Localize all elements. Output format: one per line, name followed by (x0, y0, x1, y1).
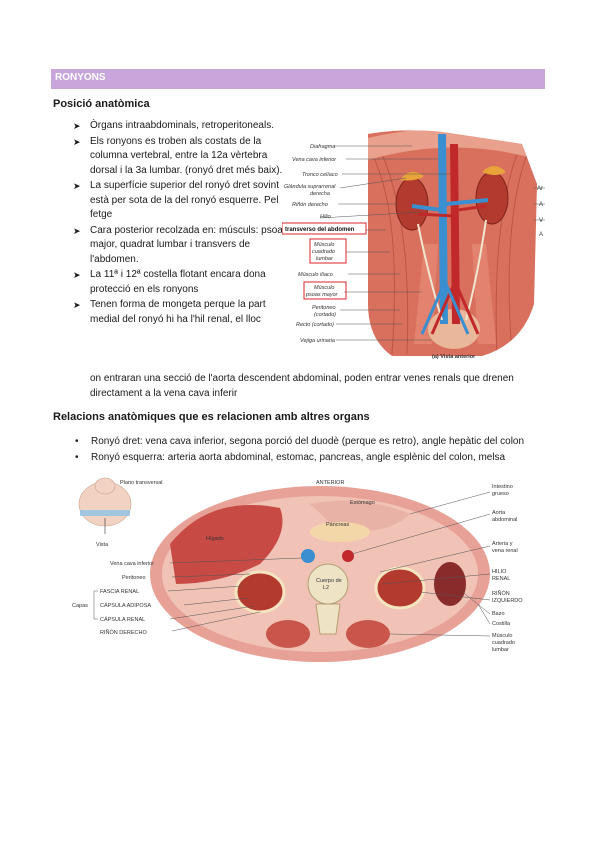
spleen-shape (434, 562, 466, 606)
label-peritoneo-1: Peritoneo (312, 305, 336, 311)
label-cuerpo-1: Cuerpo de (316, 578, 342, 584)
label-cuadrado-3: lumbar (316, 256, 334, 262)
label-vena-cava: Vena cava inferior (292, 157, 337, 163)
relations-list: •Ronyó dret: vena cava inferior, segona … (73, 434, 553, 466)
label-peritoneo-2: (cortado) (314, 312, 336, 318)
label-hilio: Hilio (320, 214, 331, 220)
label-intestino-2: grueso (492, 491, 509, 497)
edge-label-1: Ar (537, 186, 543, 192)
label-glandula-2: derecha (310, 191, 330, 197)
label-vejiga: Vejiga urinaria (300, 338, 335, 344)
inset-torso-icon (78, 477, 132, 534)
label-capas: Capas (72, 603, 88, 609)
list-item: ➤Òrgans intraabdominals, retroperitoneal… (73, 119, 288, 134)
arrow-bullet-icon: ➤ (73, 225, 81, 236)
heading-anatomical-position: Posició anatòmica (53, 98, 150, 110)
ivc-shape (301, 549, 315, 563)
left-kidney-section (374, 566, 426, 610)
left-kidney-shape (475, 171, 509, 225)
list-item: •Ronyó esquerra: arteria aorta abdominal… (73, 450, 553, 466)
label-plano: Plano transversal (120, 480, 163, 486)
label-higado: Hígado (206, 536, 224, 542)
pancreas-shape (310, 522, 370, 542)
transverso-highlight-box (282, 222, 367, 235)
label-cuerpo-2: L2 (323, 585, 329, 591)
label-transverso: transverso del abdomen (285, 227, 355, 233)
label-recto: Recto (cortado) (296, 322, 334, 328)
cuadrado-highlight-box (309, 238, 347, 264)
label-rinon-izq-2: IZQUIERDO (492, 598, 523, 604)
label-arteria-1: Arteria y (492, 541, 513, 547)
figure1-caption: (a) Vista anterior (432, 354, 476, 360)
list-item: ➤La superfície superior del ronyó dret s… (73, 180, 279, 220)
label-hilio-2: RENAL (492, 576, 510, 582)
label-aorta-2: abdominal (492, 517, 517, 523)
label-musculo-2: cuadrado (492, 640, 515, 646)
label-costilla: Costilla (492, 621, 511, 627)
label-anterior: ANTERIOR (316, 480, 344, 486)
label-peritoneo-2b: Peritoneo (122, 575, 146, 581)
aorta-shape (342, 550, 354, 562)
label-estomago: Estómago (350, 500, 375, 506)
arrow-bullet-icon: ➤ (73, 270, 81, 280)
position-bullet-list: ➤Òrgans intraabdominals, retroperitoneal… (73, 119, 288, 328)
section-title: RONYONS (55, 72, 106, 83)
list-item: ➤Tenen forma de mongeta perque la part m… (73, 299, 266, 325)
liver-shape (170, 504, 283, 584)
label-musculo-3: lumbar (492, 647, 509, 653)
label-rinon-derecho: RIÑÓN DERECHO (100, 629, 147, 636)
label-pancreas: Páncreas (326, 522, 349, 528)
label-fascia: FASCIA RENAL (100, 589, 139, 595)
label-musculo-1: Músculo (492, 633, 512, 639)
label-arteria-2: vena renal (492, 548, 518, 554)
label-bazo: Bazo (492, 611, 505, 617)
arrow-bullet-icon: ➤ (73, 300, 81, 310)
label-iliaco: Músculo ilíaco (298, 272, 333, 278)
label-intestino-1: Intestino (492, 484, 513, 490)
label-vista: Vista (96, 542, 109, 548)
section-banner: RONYONS (51, 69, 545, 89)
kidney-transverse-figure: Plano transversal Vista ANTERIOR Estómag… (72, 477, 523, 662)
vertebra-shape (307, 563, 349, 605)
edge-label-4: A (539, 232, 543, 238)
label-diafragma: Diafragma (310, 144, 335, 150)
right-kidney-shape (395, 177, 429, 231)
bullet-continuation-2: directament a la vena cava inferir (90, 388, 238, 399)
label-cuadrado-1: Músculo (314, 242, 334, 248)
label-rinon: Riñón derecho (292, 202, 328, 208)
label-hilio-1: HILIO (492, 569, 507, 575)
list-item: ➤Els ronyons es troben als costats de la… (73, 135, 283, 176)
heading-anatomical-relations: Relacions anatòmiques que es relacionen … (53, 411, 370, 423)
label-psoas-1: Músculo (314, 285, 334, 291)
edge-label-3: V (539, 218, 543, 224)
list-item: ➤Cara posterior recolzada en: músculs: p… (73, 224, 288, 265)
label-cuadrado-2: cuadrado (312, 249, 335, 255)
label-capsula-adiposa: CÁPSULA ADIPOSA (100, 602, 151, 609)
arrow-bullet-icon: ➤ (73, 181, 81, 191)
label-glandula-1: Glándula suprarrenal (284, 184, 336, 190)
list-item: •Ronyó dret: vena cava inferior, segona … (73, 434, 553, 450)
arrow-bullet-icon: ➤ (73, 136, 81, 147)
inferior-vena-cava (438, 134, 448, 324)
bullet-dot-icon: • (75, 436, 79, 447)
arrow-bullet-icon: ➤ (73, 121, 81, 131)
adrenal-gland-left (482, 166, 506, 175)
label-psoas-2: psoas mayor (305, 292, 339, 298)
edge-label-2: A (539, 202, 543, 208)
list-item: ➤La 11ª i 12ª costella flotant encara do… (73, 269, 266, 295)
label-capsula-renal: CÁPSULA RENAL (100, 616, 145, 623)
right-kidney-section (234, 570, 286, 614)
label-aorta-1: Aorta (492, 510, 506, 516)
bullet-continuation-1: on entraran una secció de l'aorta descen… (90, 373, 514, 384)
bullet-dot-icon: • (75, 452, 79, 463)
label-vena-cava-2: Vena cava inferior (110, 561, 154, 567)
kidney-anterior-figure: Diafragma Vena cava inferior Tronco celí… (282, 130, 545, 360)
psoas-highlight-box (303, 281, 347, 300)
abdominal-aorta (450, 144, 460, 324)
label-rinon-izq-1: RIÑÓN (492, 590, 510, 597)
label-tronco: Tronco celíaco (302, 172, 338, 178)
